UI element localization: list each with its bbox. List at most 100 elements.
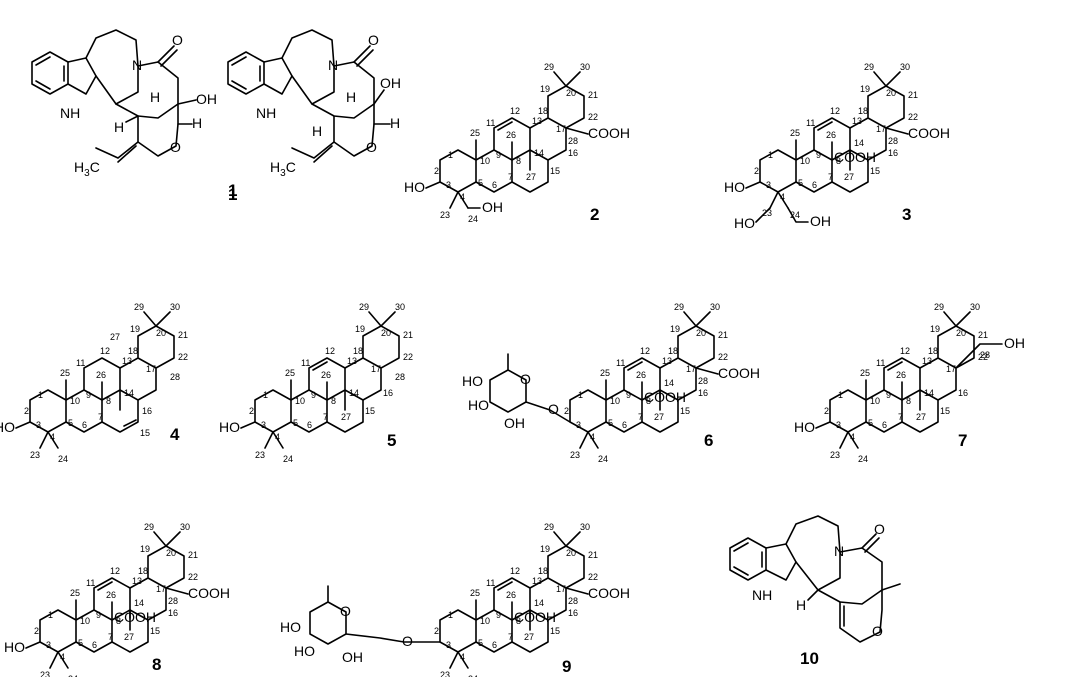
c9-cooh14-label: COOH [514, 609, 556, 625]
c5-locant-15: 15 [365, 406, 375, 416]
c3-locant-8: 8 [836, 156, 841, 166]
c7-locant-15: 15 [940, 406, 950, 416]
c4-locant-30: 30 [170, 302, 180, 312]
c8-locant-10: 10 [80, 616, 90, 626]
c7-locant-22: 22 [978, 352, 988, 362]
c6-locant-6: 6 [622, 420, 627, 430]
c5-locant-23: 23 [255, 450, 265, 460]
c3-ch2oh [755, 207, 809, 223]
c1-h-bonds [125, 115, 193, 125]
compound-4-structure: HO 1 2 3 4 5 6 7 8 9 10 11 12 13 14 15 1… [0, 302, 188, 464]
c5-locant-11: 11 [301, 358, 310, 368]
c10-nh-label: NH [752, 587, 772, 603]
c1b-n-label: N [328, 57, 338, 73]
c8-locant-25: 25 [70, 588, 80, 598]
c6-locant-10: 10 [610, 396, 620, 406]
c7-locant-29: 29 [934, 302, 944, 312]
c9-locant-24: 24 [468, 674, 478, 677]
c8-c12-double [97, 581, 113, 591]
c2-locant-25: 25 [470, 128, 480, 138]
compound-1-structure-epimer: NH N O O OH H H H H3C 1 [227, 29, 401, 204]
c9-locant-18: 18 [538, 566, 548, 576]
c4-locant-9: 9 [86, 390, 91, 400]
c6-locant-11: 11 [616, 358, 625, 368]
c6-locant-8: 8 [646, 396, 651, 406]
c5-locant-12: 12 [325, 346, 335, 356]
c4-locant-20: 20 [156, 328, 166, 338]
c3-locant-16: 16 [888, 148, 898, 158]
c5-locant-17: 17 [371, 364, 381, 374]
c4-locant-14: 14 [124, 388, 134, 398]
c2-locant-28: 28 [568, 136, 578, 146]
compound-3-structure: COOH COOH HO HO OH 1 2 3 4 5 6 7 8 9 10 … [724, 62, 950, 231]
c10-h-label: H [796, 597, 806, 613]
c9-locant-2: 2 [434, 626, 439, 636]
c8-locant-15: 15 [150, 626, 160, 636]
c1-benzene-ring [31, 51, 69, 95]
c8-locant-7: 7 [108, 632, 113, 642]
c3-locant-30: 30 [900, 62, 910, 72]
c8-locant-17: 17 [156, 584, 166, 594]
c6-locant-4: 4 [590, 432, 595, 442]
c3-locant-5: 5 [798, 178, 803, 188]
c4-locant-8: 8 [106, 396, 111, 406]
c2-locant-3: 3 [446, 180, 451, 190]
c9-locant-27: 27 [524, 632, 534, 642]
compound-label-10: 10 [800, 649, 819, 668]
compound-label-5: 5 [387, 431, 396, 450]
c4-locant-17: 17 [146, 364, 156, 374]
c1-c-ring [85, 29, 139, 105]
c9-sugar-ring [309, 585, 441, 645]
c8-ho-label: HO [4, 639, 25, 655]
c3-locant-10: 10 [800, 156, 810, 166]
c9-locant-4: 4 [460, 652, 465, 662]
c8-locant-30: 30 [180, 522, 190, 532]
c5-locant-14: 14 [349, 388, 359, 398]
c8-locant-24: 24 [68, 674, 78, 677]
c5-locant-19: 19 [355, 324, 365, 334]
c5-locant-28: 28 [395, 372, 405, 382]
c2-locant-1: 1 [448, 150, 453, 160]
c9-locant-25: 25 [470, 588, 480, 598]
c8-locant-12: 12 [110, 566, 120, 576]
c6-glycoside-o-label: O [548, 401, 559, 417]
c5-locant-1: 1 [263, 390, 268, 400]
c9-locant-6: 6 [492, 640, 497, 650]
c3-locant-27: 27 [844, 172, 854, 182]
c3-locant-12: 12 [830, 106, 840, 116]
c6-locant-23: 23 [570, 450, 580, 460]
c6-locant-12: 12 [640, 346, 650, 356]
compound-label-9: 9 [562, 657, 571, 676]
c1-o-carbonyl-label: O [172, 32, 183, 48]
c1-h3c-label: H3C [74, 159, 100, 179]
c5-locant-9: 9 [311, 390, 316, 400]
c2-locant-5: 5 [478, 178, 483, 188]
c3-skeleton [759, 71, 905, 209]
c3-locant-24: 24 [790, 210, 800, 220]
c7-locant-19: 19 [930, 324, 940, 334]
c6-locant-30: 30 [710, 302, 720, 312]
c8-locant-6: 6 [92, 640, 97, 650]
c1-oh-label: OH [196, 91, 217, 107]
c1b-o-ring-label: O [366, 139, 377, 155]
c7-locant-3: 3 [836, 420, 841, 430]
c5-locant-25: 25 [285, 368, 295, 378]
c5-locant-29: 29 [359, 302, 369, 312]
c9-c12-double [497, 581, 513, 591]
c9-locant-15: 15 [550, 626, 560, 636]
c2-ho-label: HO [404, 179, 425, 195]
c6-locant-13: 13 [662, 356, 672, 366]
c4-skeleton [29, 311, 175, 449]
compound-label-7: 7 [958, 431, 967, 450]
c6-cooh-17 [695, 367, 719, 375]
compound-5-structure: HO 1 2 3 4 5 6 7 8 9 10 11 12 13 14 15 1… [219, 302, 413, 464]
c9-locant-29: 29 [544, 522, 554, 532]
c2-locant-20: 20 [566, 88, 576, 98]
c7-locant-16: 16 [958, 388, 968, 398]
c9-locant-20: 20 [566, 548, 576, 558]
c1-h-label-a: H [192, 115, 202, 131]
c3-locant-13: 13 [852, 116, 862, 126]
c6-locant-22: 22 [718, 352, 728, 362]
c1b-e-ring [333, 103, 375, 157]
